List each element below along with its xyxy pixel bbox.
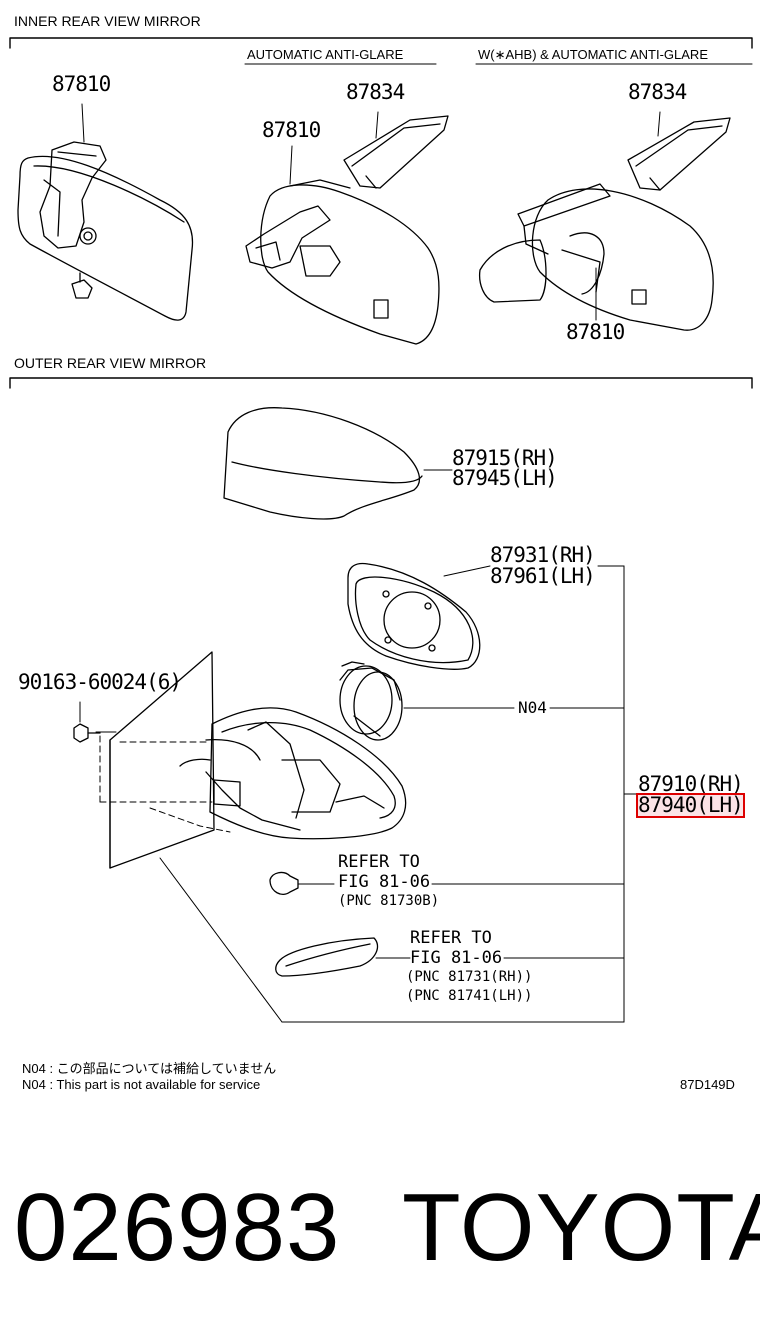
- refer-pnc-2-rh: (PNC 81731(RH)): [406, 969, 533, 985]
- part-number-mirror-auto[interactable]: 87810: [262, 118, 321, 142]
- subtitle-ahb-anti-glare: W(∗AHB) & AUTOMATIC ANTI-GLARE: [478, 47, 708, 62]
- catalog-number: 026983: [14, 1174, 341, 1281]
- inner-section-title: INNER REAR VIEW MIRROR: [14, 13, 201, 29]
- refer-pnc-2-lh: (PNC 81741(LH)): [406, 988, 533, 1004]
- screw-drawing: [74, 702, 100, 742]
- part-number-inner-mirror[interactable]: 87810: [52, 72, 111, 96]
- part-number-assy-rh[interactable]: 87910(RH): [638, 772, 744, 796]
- diagram-code: 87D149D: [680, 1077, 735, 1092]
- subtitle-automatic-anti-glare: AUTOMATIC ANTI-GLARE: [247, 47, 404, 62]
- part-number-cover-rh[interactable]: 87915(RH): [452, 446, 558, 470]
- inner-mirror-auto: [246, 112, 448, 344]
- brand-name: TOYOTA: [402, 1174, 760, 1281]
- part-number-cover-lh[interactable]: 87945(LH): [452, 466, 558, 490]
- part-number-mirror-ahb[interactable]: 87810: [566, 320, 625, 344]
- refer-fig-1[interactable]: FIG 81-06: [338, 872, 431, 892]
- part-number-assy-lh-highlighted[interactable]: 87940(LH): [636, 793, 745, 818]
- note-english: N04 : This part is not available for ser…: [22, 1077, 261, 1092]
- part-number-screw[interactable]: 90163-60024(6): [18, 670, 182, 694]
- mirror-glass-drawing: [348, 564, 490, 670]
- part-label-n04: N04: [518, 698, 547, 717]
- mirror-cover-drawing: [224, 408, 452, 519]
- refer-to-2: REFER TO: [410, 928, 492, 948]
- leader-lines: [160, 566, 636, 1022]
- part-number-cover-ahb[interactable]: 87834: [628, 80, 687, 104]
- inner-mirror-ahb: [480, 112, 730, 330]
- note-japanese: N04 : この部品については補給していません: [22, 1061, 277, 1076]
- part-number-glass-rh[interactable]: 87931(RH): [490, 543, 596, 567]
- base-plate-drawing: [96, 652, 230, 868]
- bulb-drawing: [270, 873, 334, 895]
- part-number-cover-auto[interactable]: 87834: [346, 80, 405, 104]
- turn-signal-drawing: [276, 938, 410, 976]
- inner-mirror-basic: [18, 104, 193, 320]
- refer-fig-2[interactable]: FIG 81-06: [410, 948, 503, 968]
- part-number-glass-lh[interactable]: 87961(LH): [490, 564, 596, 588]
- mirror-motor-drawing: [340, 662, 514, 740]
- section-frames: [10, 38, 752, 388]
- outer-section-title: OUTER REAR VIEW MIRROR: [14, 355, 207, 371]
- refer-pnc-1: (PNC 81730B): [338, 893, 440, 909]
- refer-to-1: REFER TO: [338, 852, 420, 872]
